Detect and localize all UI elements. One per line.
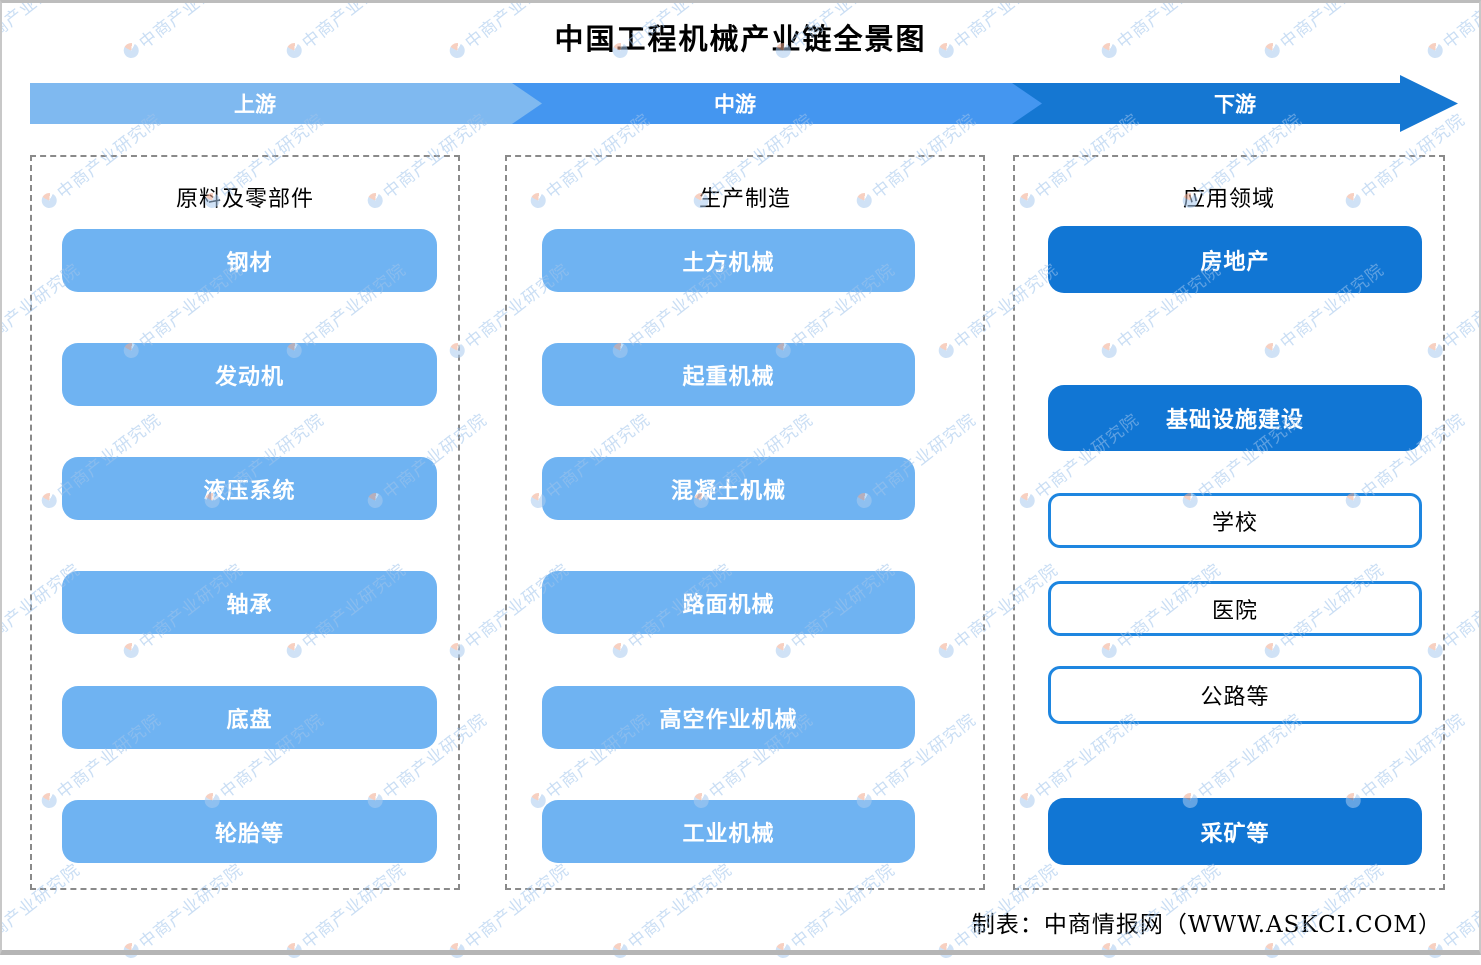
node-highway: 公路等 (1048, 666, 1422, 724)
flow-stage-midstream-shape (510, 83, 1042, 124)
stage-label-downstream: 下游 (1214, 90, 1256, 116)
node-lifting-machinery: 起重机械 (542, 343, 915, 406)
industry-chain-flow-arrow: 上游 中游 下游 (30, 75, 1465, 132)
watermark-text: 中商产业研究院 (0, 709, 3, 804)
panel-header-raw-materials: 原料及零部件 (175, 187, 314, 212)
node-aerial-work-machinery: 高空作业机械 (542, 686, 915, 749)
flow-arrowhead (1400, 75, 1458, 132)
panel-upstream: 原料及零部件 钢材 发动机 液压系统 轴承 底盘 轮胎等 (30, 155, 460, 890)
watermark-pie-logo-icon (772, 940, 794, 962)
stage-label-upstream: 上游 (234, 90, 276, 116)
panel-midstream: 生产制造 土方机械 起重机械 混凝土机械 路面机械 高空作业机械 工业机械 (505, 155, 985, 890)
node-hydraulic-system: 液压系统 (62, 457, 437, 520)
node-earthmoving-machinery: 土方机械 (542, 229, 915, 292)
watermark-pie-logo-icon (1424, 940, 1446, 962)
panel-header-applications: 应用领域 (1182, 187, 1275, 212)
node-mining: 采矿等 (1048, 798, 1422, 865)
watermark-pie-logo-icon (120, 940, 142, 962)
node-chassis: 底盘 (62, 686, 437, 749)
watermark-pie-logo-icon (935, 940, 957, 962)
node-school: 学校 (1048, 493, 1422, 548)
flow-stage-downstream-shape (1010, 83, 1402, 124)
node-hospital: 医院 (1048, 581, 1422, 636)
watermark-pie-logo-icon (609, 940, 631, 962)
watermark-pie-logo-icon (1098, 940, 1120, 962)
node-infrastructure: 基础设施建设 (1048, 385, 1422, 451)
watermark-pie-logo-icon (1261, 940, 1283, 962)
node-road-machinery: 路面机械 (542, 571, 915, 634)
panel-downstream: 应用领域 房地产 基础设施建设 学校 医院 公路等 采矿等 (1013, 155, 1445, 890)
watermark-pie-logo-icon (446, 940, 468, 962)
node-real-estate: 房地产 (1048, 226, 1422, 293)
stage-label-midstream: 中游 (714, 90, 756, 116)
node-engine: 发动机 (62, 343, 437, 406)
node-bearing: 轴承 (62, 571, 437, 634)
panel-header-manufacturing: 生产制造 (698, 187, 791, 212)
source-credit: 制表：中商情报网（WWW.ASKCI.COM） (971, 912, 1442, 938)
node-tires: 轮胎等 (62, 800, 437, 863)
node-industrial-machinery: 工业机械 (542, 800, 915, 863)
watermark-text: 中商产业研究院 (0, 409, 3, 504)
flow-stage-upstream-shape (30, 83, 542, 124)
watermark-pie-logo-icon (283, 940, 305, 962)
page-title: 中国工程机械产业链全景图 (554, 22, 927, 56)
watermark-text: 中商产业研究院 (0, 109, 3, 204)
node-steel: 钢材 (62, 229, 437, 292)
node-concrete-machinery: 混凝土机械 (542, 457, 915, 520)
